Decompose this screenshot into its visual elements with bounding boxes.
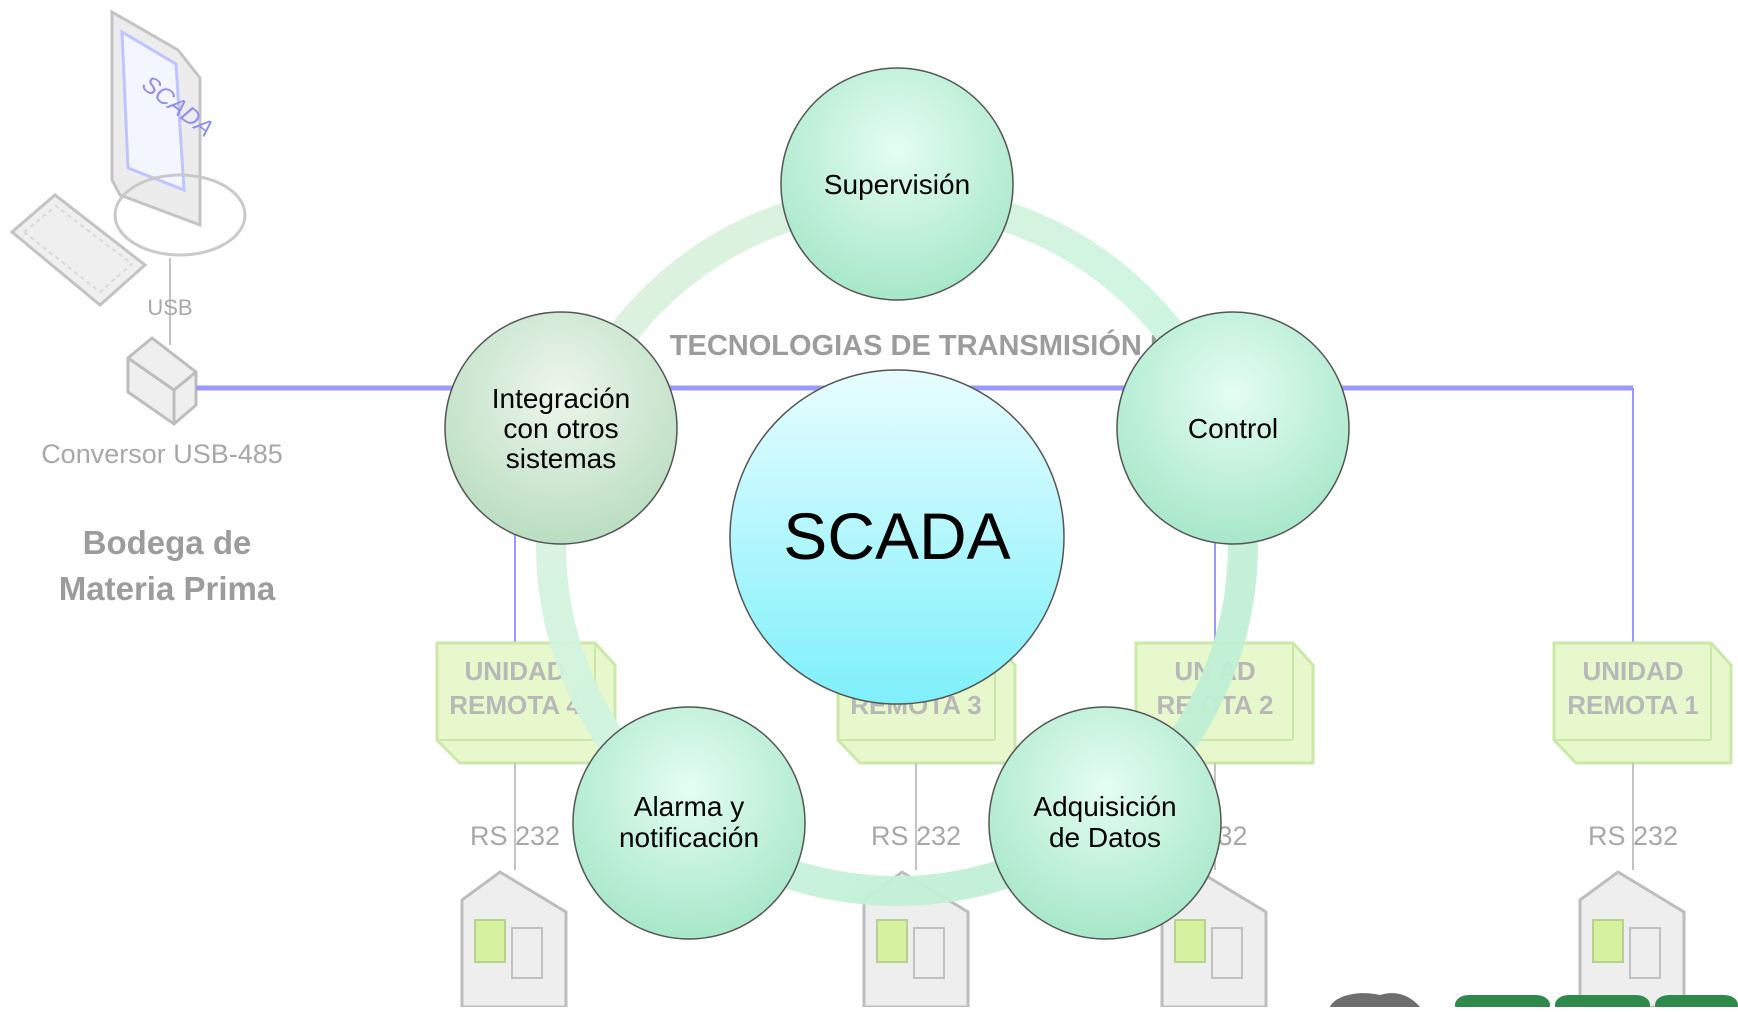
node-control: Control bbox=[1116, 311, 1350, 545]
remote-unit-1-line1: UNIDAD bbox=[1582, 656, 1683, 686]
scada-cycle: SCADA Supervisión Control Adquisición de… bbox=[444, 67, 1350, 940]
node-label: Supervisión bbox=[824, 169, 970, 200]
bus-label: TECNOLOGIAS DE TRANSMISIÓN DE bbox=[670, 328, 1190, 362]
warehouse-label-line2: Materia Prima bbox=[59, 570, 276, 607]
remote-unit-4-line1: UNIDAD bbox=[464, 656, 565, 686]
field-device-icon bbox=[1160, 870, 1268, 1009]
converter-label: Conversor USB-485 bbox=[41, 439, 283, 469]
node-data-acquisition: Adquisición de Datos bbox=[988, 706, 1222, 940]
node-label-line1: Integración bbox=[492, 383, 631, 414]
computer-monitor-icon: SCADA bbox=[110, 9, 247, 257]
center-node: SCADA bbox=[729, 369, 1065, 705]
background-network: SCADA USB Conversor USB-485 Bodega de Ma… bbox=[9, 9, 1733, 1009]
rs232-label-4: RS 232 bbox=[470, 821, 560, 851]
node-label-line2: con otros bbox=[503, 413, 618, 444]
remote-unit-1: UNIDAD REMOTA 1 bbox=[1552, 641, 1733, 765]
node-system-integration: Integración con otros sistemas bbox=[444, 311, 678, 545]
node-label-line1: Alarma y bbox=[634, 791, 744, 822]
node-label-line2: de Datos bbox=[1049, 822, 1161, 853]
field-device-icon bbox=[1578, 870, 1686, 1009]
remote-unit-1-line2: REMOTA 1 bbox=[1567, 690, 1698, 720]
warehouse-label-line1: Bodega de bbox=[83, 524, 252, 561]
logo bbox=[1330, 993, 1738, 1012]
field-device-icon bbox=[460, 870, 568, 1009]
keyboard-icon bbox=[9, 193, 148, 307]
rs232-label-1: RS 232 bbox=[1588, 821, 1678, 851]
center-label: SCADA bbox=[783, 499, 1010, 573]
node-label-line3: sistemas bbox=[506, 443, 616, 474]
node-label-line2: notificación bbox=[619, 822, 759, 853]
node-supervision: Supervisión bbox=[780, 67, 1014, 301]
usb-label: USB bbox=[147, 295, 192, 320]
rs232-label-3: RS 232 bbox=[871, 821, 961, 851]
node-alarm-notification: Alarma y notificación bbox=[572, 706, 806, 940]
node-label: Control bbox=[1188, 413, 1278, 444]
converter-box-icon bbox=[126, 336, 198, 426]
node-label-line1: Adquisición bbox=[1033, 791, 1176, 822]
remote-unit-4-line2: REMOTA 4 bbox=[449, 690, 581, 720]
